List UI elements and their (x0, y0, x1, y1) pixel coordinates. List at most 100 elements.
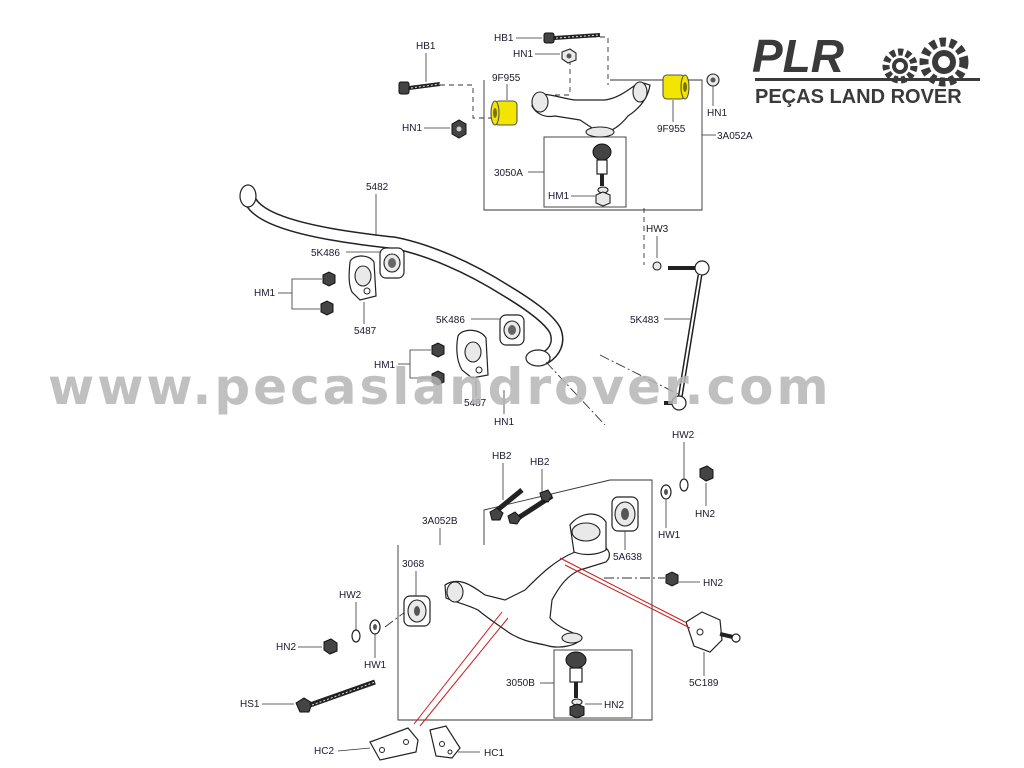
stabilizer-link-5k483 (652, 260, 710, 411)
bracket-5487-lower (456, 329, 489, 379)
upper-arm-eye (585, 126, 615, 138)
label-9f955: 9F955 (657, 124, 686, 135)
label-5k486: 5K486 (436, 315, 465, 326)
stabilizer-bar-end-left (239, 184, 257, 208)
plr-logo: PLR PEÇAS LAND ROVER (752, 30, 980, 108)
guide-bar-end (545, 361, 606, 426)
red-line-2 (564, 564, 691, 629)
label-3a052a: 3A052A (717, 131, 753, 142)
label-hw3: HW3 (646, 224, 669, 235)
lower-arm-front-eye (446, 581, 464, 603)
lower-arm-eye (561, 632, 583, 644)
lower-arm-frame-top (483, 479, 611, 545)
bolt-hs1 (295, 679, 376, 713)
ball-joint-3050a (592, 143, 612, 207)
red-line-1 (559, 557, 686, 623)
washer-hw2-left (351, 629, 361, 643)
nut-hn2-left (323, 638, 338, 655)
stabilizer-bar-end-right (525, 349, 551, 367)
label-hb2: HB2 (530, 457, 550, 468)
label-hb2: HB2 (492, 451, 512, 462)
label-5a638: 5A638 (613, 552, 642, 563)
label-hw1: HW1 (364, 660, 387, 671)
label-hs1: HS1 (240, 699, 260, 710)
bush-3068 (403, 595, 431, 627)
label-hn1: HN1 (494, 417, 514, 428)
lower-arm-rear-eye (571, 522, 601, 542)
label-5487: 5487 (354, 326, 377, 337)
lower-arm-group: HW2 HN2 HW1 HB2 HB2 3A052B 3068 5A638 HN… (240, 430, 741, 761)
label-5k483: 5K483 (630, 315, 659, 326)
label-hb1: HB1 (494, 33, 514, 44)
shield-hc1 (429, 725, 461, 759)
label-hn2: HN2 (695, 509, 715, 520)
label-hc1: HC1 (484, 748, 504, 759)
label-hn1: HN1 (707, 108, 727, 119)
shield-hc2 (369, 727, 419, 761)
nut-hn2-right-top (699, 465, 714, 482)
washer-hw1-left (369, 619, 381, 635)
upper-arm-bush-eye-right (632, 81, 648, 103)
label-hn2: HN2 (703, 578, 723, 589)
label-5c189: 5C189 (689, 678, 719, 689)
guide-hb1 (573, 36, 609, 85)
stabilizer-bar-group: 5482 5K486 HM1 5487 5K486 HM1 5487 HN1 H… (239, 182, 710, 428)
label-hn2: HN2 (276, 642, 296, 653)
nut-hn2-right (665, 571, 679, 587)
bushing-5k486-upper (379, 247, 405, 279)
red-line-4 (419, 617, 509, 727)
label-3a052b: 3A052B (422, 516, 458, 527)
bolt-hb1-top (543, 32, 601, 44)
bracket-5487-upper (348, 255, 377, 301)
bolt-hb2-2 (507, 489, 554, 525)
label-9f955: 9F955 (492, 73, 521, 84)
logo-divider (755, 78, 980, 81)
nut-hm1-upper-1 (322, 271, 336, 287)
upper-control-arm (531, 81, 651, 134)
guide-link (599, 354, 681, 396)
label-hw2: HW2 (672, 430, 695, 441)
nut-hm1-upper-2 (320, 300, 334, 316)
nut-hm1-lower-2 (431, 370, 445, 386)
washer-hw2-right (660, 484, 672, 500)
label-hw2: HW2 (339, 590, 362, 601)
washer-hw1-right (679, 478, 689, 492)
upper-arm-bush-eye-left (531, 91, 549, 113)
bush-9f955-right (662, 74, 690, 100)
label-hb1: HB1 (416, 41, 436, 52)
label-hn2: HN2 (604, 700, 624, 711)
label-3050a: 3050A (494, 168, 523, 179)
label-5482: 5482 (366, 182, 389, 193)
nut-hm1-lower-1 (431, 342, 445, 358)
bush-9f955-left (490, 100, 518, 126)
label-3068: 3068 (402, 559, 425, 570)
ball-joint-box-b (553, 649, 633, 719)
logo-tagline: PEÇAS LAND ROVER (755, 86, 962, 108)
labels-stabilizer: 5482 5K486 HM1 5487 5K486 HM1 5487 HN1 H… (254, 182, 690, 428)
lower-arm-frame (397, 479, 653, 721)
bolt-hb1-left (398, 81, 441, 95)
bolt-hb2-1 (489, 488, 524, 521)
website-watermark: www.pecaslandrover.com (48, 358, 832, 416)
red-line-3 (413, 611, 503, 725)
ball-joint-3050b (565, 651, 587, 719)
nut-hn1-left (451, 119, 467, 139)
stabilizer-bar-5482 (243, 187, 562, 363)
nut-hn1-right (706, 73, 720, 87)
label-3050b: 3050B (506, 678, 535, 689)
guide-left-bush (384, 611, 406, 628)
nut-hn1-top (561, 48, 577, 64)
bushing-5k486-lower (499, 314, 525, 346)
label-hm1: HM1 (374, 360, 396, 371)
upper-arm-group: HB1 HB1 HN1 9F955 HN1 HN1 9F955 3A052A 3… (398, 32, 753, 265)
labels-upper: HB1 HB1 HN1 9F955 HN1 HN1 9F955 3A052A 3… (402, 33, 753, 202)
guide-hn1 (540, 60, 571, 96)
label-hc2: HC2 (314, 746, 334, 757)
label-hm1: HM1 (548, 191, 570, 202)
guide-left-bolt (440, 84, 500, 119)
label-hn1: HN1 (513, 49, 533, 60)
labels-lower: HW2 HN2 HW1 HB2 HB2 3A052B 3068 5A638 HN… (240, 430, 723, 759)
gear-icon (882, 37, 969, 87)
label-hw1: HW1 (658, 530, 681, 541)
